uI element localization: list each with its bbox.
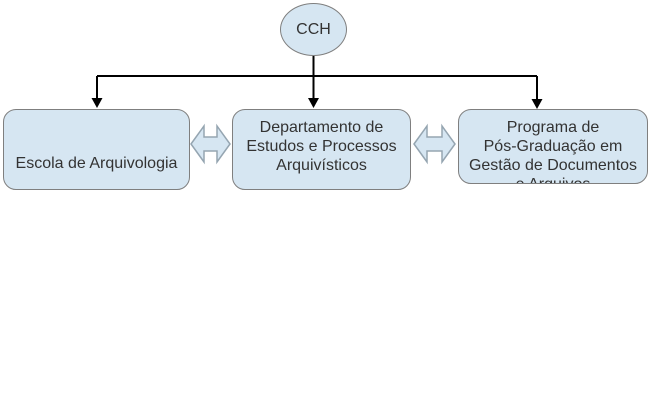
node-label-line: Gestão de Documentos	[468, 157, 638, 174]
connector-layer	[91, 56, 543, 165]
node-escola-de-arquivologia: Escola de Arquivologia	[3, 109, 190, 190]
arrowhead-right-icon	[531, 99, 543, 109]
node-label-line: Pós-Graduação em	[483, 138, 623, 155]
node-label-line: Escola de Arquivologia	[15, 155, 178, 172]
node-cch: CCH	[280, 3, 347, 56]
arrowhead-middle-icon	[308, 98, 319, 108]
node-programa-pos-graduacao: Programa de Pós-Graduação em Gestão de D…	[458, 109, 648, 184]
node-label-line: Arquivísticos	[276, 157, 367, 174]
tree-connector-lines	[96, 56, 538, 100]
node-label-line-clipped: e Arquivos	[459, 175, 647, 183]
node-label-line: Departamento de	[259, 119, 384, 136]
arrowhead-left-icon	[91, 98, 103, 108]
node-departamento-estudos-processos: Departamento de Estudos e Processos Arqu…	[232, 109, 411, 190]
double-arrow-right-icon	[413, 123, 456, 165]
node-cch-label: CCH	[296, 20, 331, 38]
node-label-line: Estudos e Processos	[246, 138, 397, 155]
double-arrow-left-icon	[190, 123, 231, 165]
node-label-line: Programa de	[506, 119, 600, 136]
